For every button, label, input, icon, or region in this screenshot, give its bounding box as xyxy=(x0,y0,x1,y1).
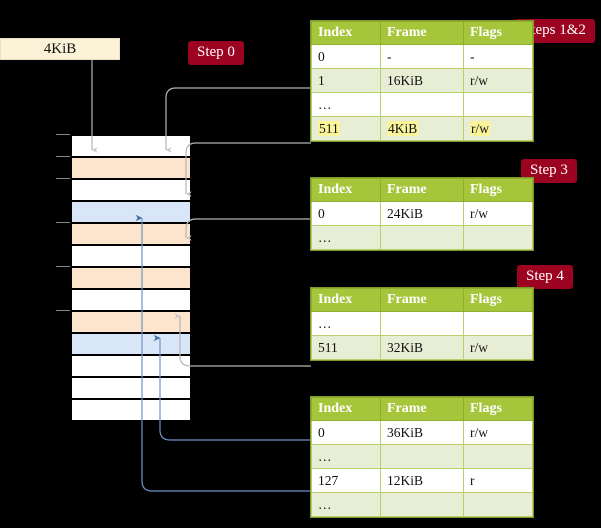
table-cell-frame: 36KiB xyxy=(380,420,464,445)
table-cell-flags: r/w xyxy=(463,116,533,141)
column-header-frame: Frame xyxy=(380,21,464,45)
table-cell-flags: r/w xyxy=(463,68,533,93)
table-cell-frame: 24KiB xyxy=(380,201,464,226)
table-cell-frame: 16KiB xyxy=(380,68,464,93)
table-cell-frame xyxy=(380,92,464,117)
table-row: … xyxy=(311,492,533,517)
memory-frame-tick xyxy=(56,178,70,179)
source-address-label: 4KiB xyxy=(43,40,77,57)
table-cell-frame xyxy=(380,225,464,250)
memory-frame-row xyxy=(71,245,191,267)
memory-frame-row xyxy=(71,289,191,311)
table-cell-index: 511 xyxy=(311,335,381,360)
step-badge-label: Steps 1&2 xyxy=(523,22,586,38)
column-header-index: Index xyxy=(311,21,381,45)
table-cell-frame: 4KiB xyxy=(380,116,464,141)
memory-frame-tick xyxy=(56,310,70,311)
step-badge-step-4: Step 4 xyxy=(517,265,573,289)
memory-frame-row xyxy=(71,311,191,333)
table-cell-flags: r/w xyxy=(463,420,533,445)
wire-step3 xyxy=(185,218,311,241)
column-header-index: Index xyxy=(311,288,381,312)
memory-frame-row xyxy=(71,157,191,179)
table-cell-index: … xyxy=(311,92,381,117)
table-cell-flags xyxy=(463,311,533,336)
table-cell-index: 0 xyxy=(311,201,381,226)
column-header-flags: Flags xyxy=(463,288,533,312)
column-header-index: Index xyxy=(311,397,381,421)
wire-steps12-b xyxy=(185,142,311,197)
table-cell-flags xyxy=(463,225,533,250)
table-cell-index: … xyxy=(311,225,381,250)
table-cell-flags: r/w xyxy=(463,201,533,226)
table-cell-index: 1 xyxy=(311,68,381,93)
highlighted-value: 511 xyxy=(318,120,340,136)
table-cell-flags xyxy=(463,492,533,517)
memory-frame-row xyxy=(71,267,191,289)
wire-step4 xyxy=(174,313,311,367)
table-cell-index: 0 xyxy=(311,420,381,445)
step-badge-label: Step 3 xyxy=(530,162,568,178)
table-cell-index: … xyxy=(311,311,381,336)
memory-frame-tick xyxy=(56,222,70,223)
memory-frame-row xyxy=(71,135,191,157)
table-cell-frame xyxy=(380,311,464,336)
column-header-frame: Frame xyxy=(380,178,464,202)
column-header-frame: Frame xyxy=(380,288,464,312)
table-row: … xyxy=(311,444,533,469)
highlighted-value: r/w xyxy=(470,120,490,136)
step-badge-label: Step 4 xyxy=(526,268,564,284)
memory-frame-row xyxy=(71,399,191,421)
table-cell-frame: 12KiB xyxy=(380,468,464,493)
table-cell-frame: 32KiB xyxy=(380,335,464,360)
table-row: 0-- xyxy=(311,44,533,69)
source-address-box: 4KiB xyxy=(0,38,120,60)
table-cell-index: 0 xyxy=(311,44,381,69)
column-header-flags: Flags xyxy=(463,178,533,202)
step-badge-label: Step 0 xyxy=(197,44,235,60)
table-cell-flags: - xyxy=(463,44,533,69)
table-cell-flags xyxy=(463,444,533,469)
memory-frame-row xyxy=(71,179,191,201)
table-cell-frame xyxy=(380,444,464,469)
memory-frame-row xyxy=(71,333,191,355)
physical-memory-column xyxy=(70,134,191,421)
table-cell-index: 127 xyxy=(311,468,381,493)
table-cell-flags: r xyxy=(463,468,533,493)
table-cell-flags: r/w xyxy=(463,335,533,360)
memory-frame-tick xyxy=(56,156,70,157)
table-cell-frame xyxy=(380,492,464,517)
column-header-flags: Flags xyxy=(463,21,533,45)
table-row: … xyxy=(311,225,533,250)
memory-frame-row xyxy=(71,377,191,399)
table-cell-index: … xyxy=(311,492,381,517)
table-cell-index: 511 xyxy=(311,116,381,141)
memory-frame-tick xyxy=(56,266,70,267)
memory-frame-row xyxy=(71,355,191,377)
table-row: 511 4KiB r/w xyxy=(311,116,533,141)
memory-frame-tick xyxy=(56,134,70,135)
column-header-index: Index xyxy=(311,178,381,202)
table-cell-frame: - xyxy=(380,44,464,69)
column-header-flags: Flags xyxy=(463,397,533,421)
table-cell-index: … xyxy=(311,444,381,469)
column-header-frame: Frame xyxy=(380,397,464,421)
table-row: … xyxy=(311,92,533,117)
memory-frame-row xyxy=(71,223,191,245)
memory-frame-row xyxy=(71,201,191,223)
table-cell-flags xyxy=(463,92,533,117)
step-badge-step-0: Step 0 xyxy=(188,41,244,65)
table-row: … xyxy=(311,311,533,336)
highlighted-value: 4KiB xyxy=(387,120,419,136)
